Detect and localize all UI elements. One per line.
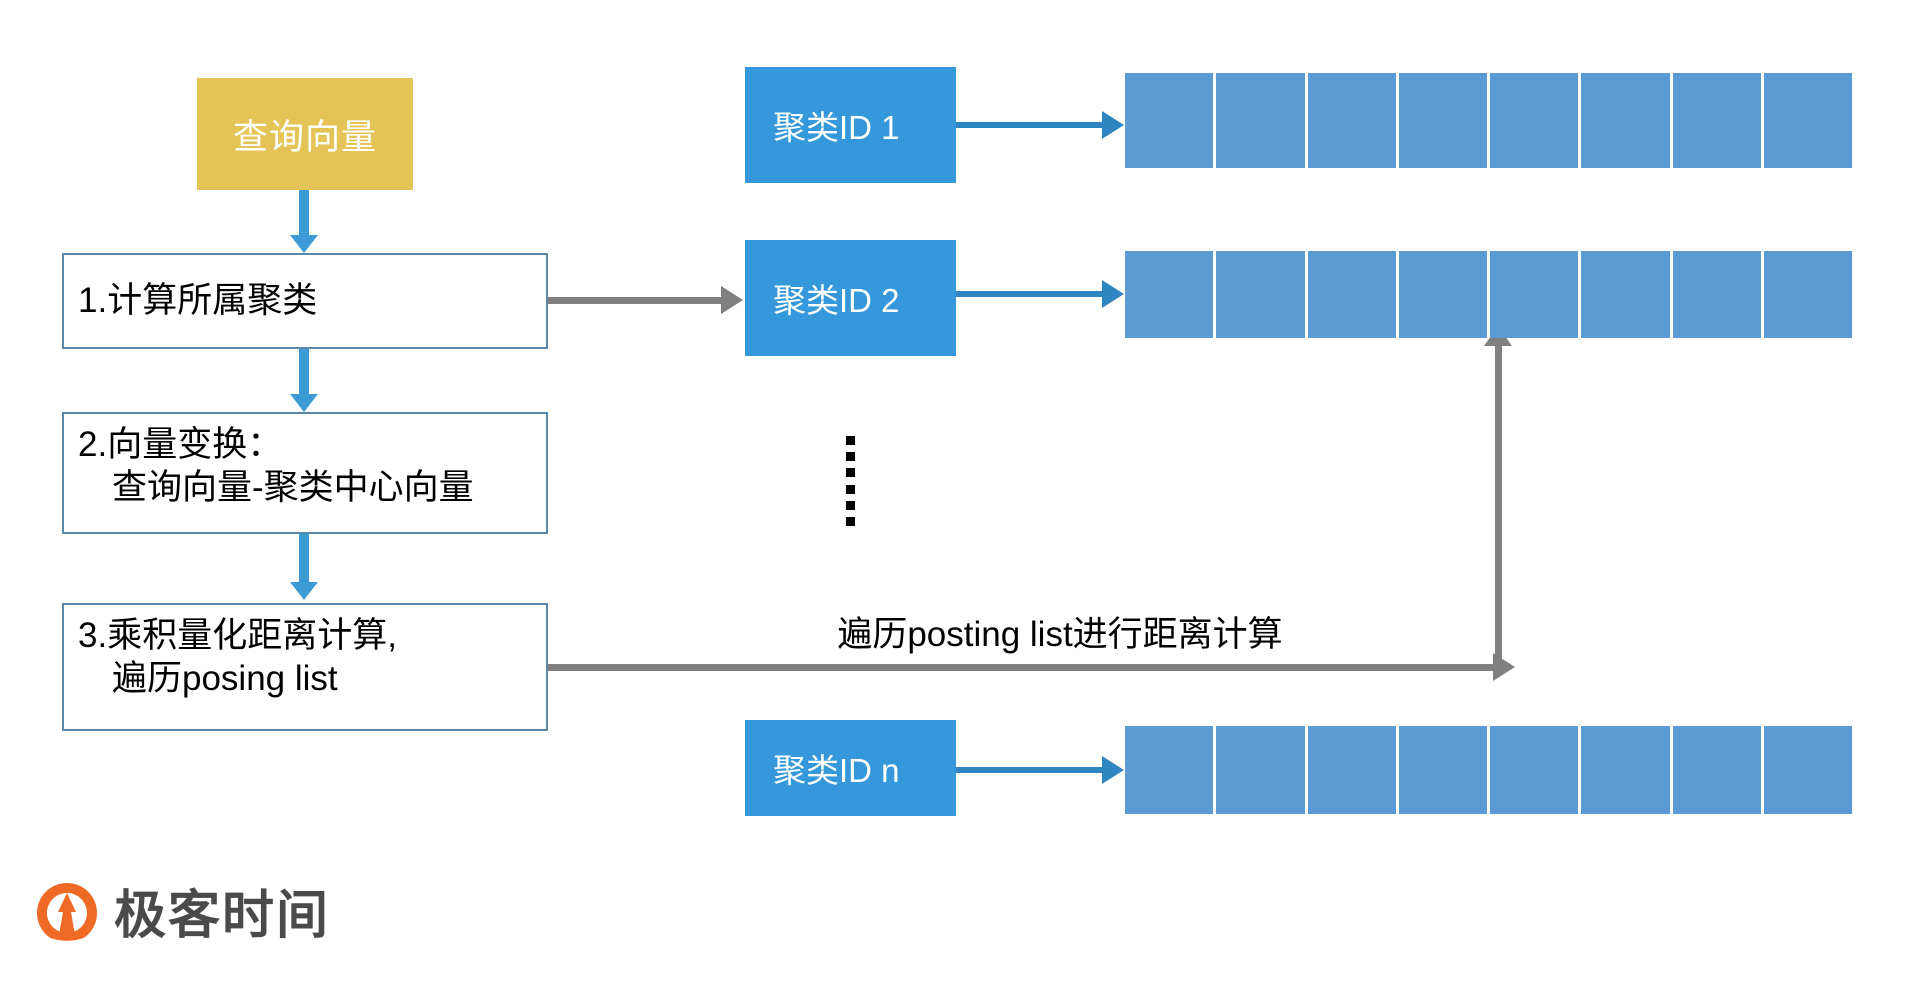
- arrow-step2-to-step3: [290, 534, 318, 600]
- posting-list-cell: [1763, 73, 1852, 168]
- posting-list-cell: [1216, 73, 1308, 168]
- posting-list-cell: [1490, 251, 1582, 338]
- posting-list-cell: [1398, 73, 1490, 168]
- posting-list-cell: [1581, 73, 1673, 168]
- step-2-line-2: 查询向量-聚类中心向量: [112, 467, 474, 507]
- geektime-logo: 极客时间: [36, 882, 330, 950]
- posting-list-n: [1125, 726, 1852, 814]
- posting-list-cell: [1216, 251, 1308, 338]
- vertical-ellipsis-icon: [843, 436, 857, 526]
- posting-list-2: [1125, 251, 1852, 338]
- step-box-1: 1.计算所属聚类: [62, 253, 548, 349]
- ellipsis-dot: [845, 468, 855, 478]
- ellipsis-dot: [845, 452, 855, 462]
- posting-list-cell: [1398, 726, 1490, 814]
- posting-list-cell: [1490, 73, 1582, 168]
- posting-list-cell: [1763, 726, 1852, 814]
- arrow-step1-to-step2: [290, 349, 318, 412]
- posting-list-cell: [1307, 726, 1399, 814]
- posting-list-cell: [1307, 73, 1399, 168]
- posting-list-cell: [1490, 726, 1582, 814]
- posting-list-cell: [1398, 251, 1490, 338]
- cluster-id-box-n: 聚类ID n: [745, 720, 956, 816]
- traverse-posting-list-caption: 遍历posting list进行距离计算: [837, 615, 1283, 654]
- posting-list-cell: [1216, 726, 1308, 814]
- step-1-line-1: 1.计算所属聚类: [78, 280, 318, 320]
- arrow-step3-to-postinglist: [548, 653, 1515, 681]
- cluster-id-box-2: 聚类ID 2: [745, 240, 956, 356]
- posting-list-1: [1125, 73, 1852, 168]
- posting-list-cell: [1307, 251, 1399, 338]
- step-box-2: 2.向量变换： 查询向量-聚类中心向量: [62, 412, 548, 534]
- posting-list-cell: [1125, 726, 1217, 814]
- arrow-cluster2-to-postinglist2: [956, 280, 1124, 308]
- ellipsis-dot: [845, 484, 855, 494]
- posting-list-cell: [1672, 726, 1764, 814]
- arrow-up-to-postinglist2: [1484, 326, 1512, 667]
- cluster-id-label-2: 聚类ID 2: [773, 282, 900, 319]
- posting-list-cell: [1763, 251, 1852, 338]
- posting-list-cell: [1581, 726, 1673, 814]
- step-3-line-1: 3.乘积量化距离计算,: [78, 616, 397, 655]
- geektime-wordmark: 极客时间: [114, 887, 331, 945]
- arrow-cluster1-to-postinglist1: [956, 111, 1124, 139]
- ellipsis-dot: [845, 436, 855, 445]
- step-3-line-2: 遍历posing list: [112, 658, 338, 698]
- ellipsis-dot: [845, 516, 855, 526]
- posting-list-cell: [1581, 251, 1673, 338]
- geektime-mark-icon: [36, 882, 98, 950]
- cluster-id-box-1: 聚类ID 1: [745, 67, 956, 183]
- cluster-id-label-n: 聚类ID n: [773, 752, 900, 789]
- cluster-id-label-1: 聚类ID 1: [773, 109, 900, 146]
- step-2-line-1: 2.向量变换：: [78, 425, 283, 464]
- arrow-step1-to-cluster2: [548, 286, 743, 314]
- step-box-3: 3.乘积量化距离计算, 遍历posing list: [62, 603, 548, 731]
- arrow-query-to-step1: [290, 190, 318, 253]
- query-vector-label: 查询向量: [232, 117, 377, 157]
- posting-list-cell: [1125, 251, 1217, 338]
- query-vector-box: 查询向量: [197, 78, 413, 190]
- posting-list-cell: [1125, 73, 1217, 168]
- posting-list-cell: [1672, 73, 1764, 168]
- arrow-clustern-to-postinglistn: [956, 756, 1124, 784]
- posting-list-cell: [1672, 251, 1764, 338]
- ellipsis-dot: [845, 500, 855, 510]
